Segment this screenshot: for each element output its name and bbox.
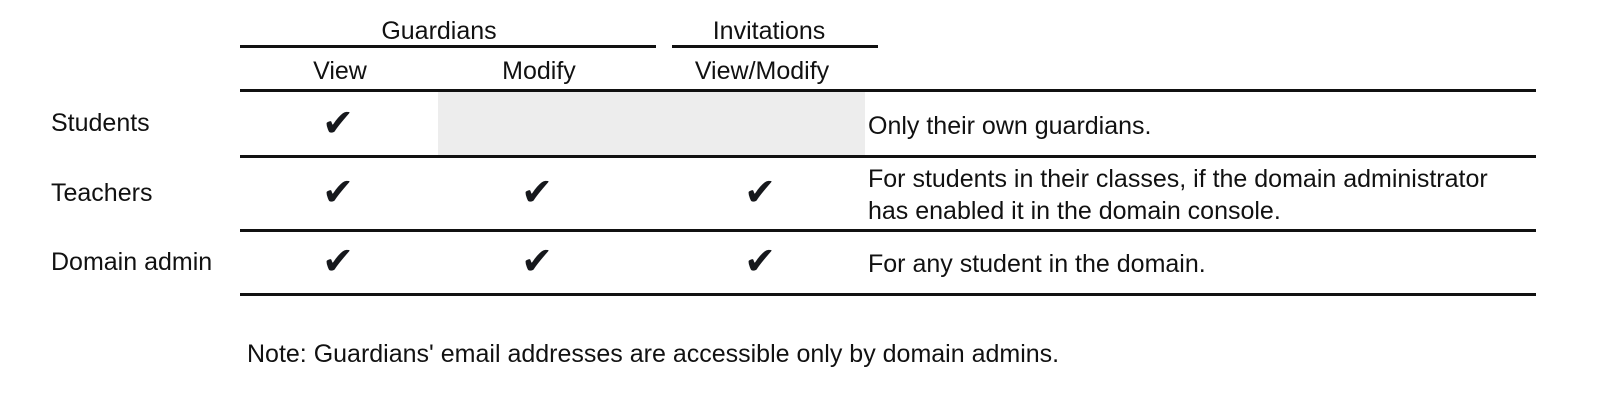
description-students-line-1: Only their own guardians. xyxy=(868,112,1152,140)
row-label-students: Students xyxy=(51,109,150,137)
check-domain-admin-invitations-view-modify: ✔ xyxy=(744,239,776,283)
column-header-view-modify: View/Modify xyxy=(694,57,830,85)
group-rule-guardians xyxy=(240,45,656,48)
description-students: Only their own guardians. xyxy=(868,110,1151,142)
check-teachers-invitations-view-modify: ✔ xyxy=(744,170,776,214)
group-header-invitations: Invitations xyxy=(712,17,826,45)
footnote-text: Note: Guardians' email addresses are acc… xyxy=(247,340,1060,368)
check-students-guardians-view: ✔ xyxy=(322,101,354,145)
row-rule-after-students xyxy=(240,155,1536,158)
check-teachers-guardians-view: ✔ xyxy=(322,170,354,214)
description-teachers-line-2: has enabled it in the domain console. xyxy=(868,197,1281,225)
group-header-guardians: Guardians xyxy=(381,17,497,45)
check-teachers-guardians-modify: ✔ xyxy=(521,170,553,214)
check-domain-admin-guardians-view: ✔ xyxy=(322,239,354,283)
cell-students-modify-disabled xyxy=(438,92,865,155)
group-rule-invitations xyxy=(672,45,878,48)
description-domain-admin: For any student in the domain. xyxy=(868,248,1206,280)
description-domain-admin-line-1: For any student in the domain. xyxy=(868,250,1206,278)
row-label-domain-admin: Domain admin xyxy=(51,248,213,276)
description-teachers-line-1: For students in their classes, if the do… xyxy=(868,165,1488,193)
column-header-view: View xyxy=(313,57,367,85)
table-bottom-rule xyxy=(240,293,1536,296)
check-domain-admin-guardians-modify: ✔ xyxy=(521,239,553,283)
row-label-teachers: Teachers xyxy=(51,179,153,207)
column-header-modify: Modify xyxy=(502,57,576,85)
table-top-rule xyxy=(240,89,1536,92)
row-rule-after-teachers xyxy=(240,229,1536,232)
description-teachers: For students in their classes, if the do… xyxy=(868,163,1488,227)
